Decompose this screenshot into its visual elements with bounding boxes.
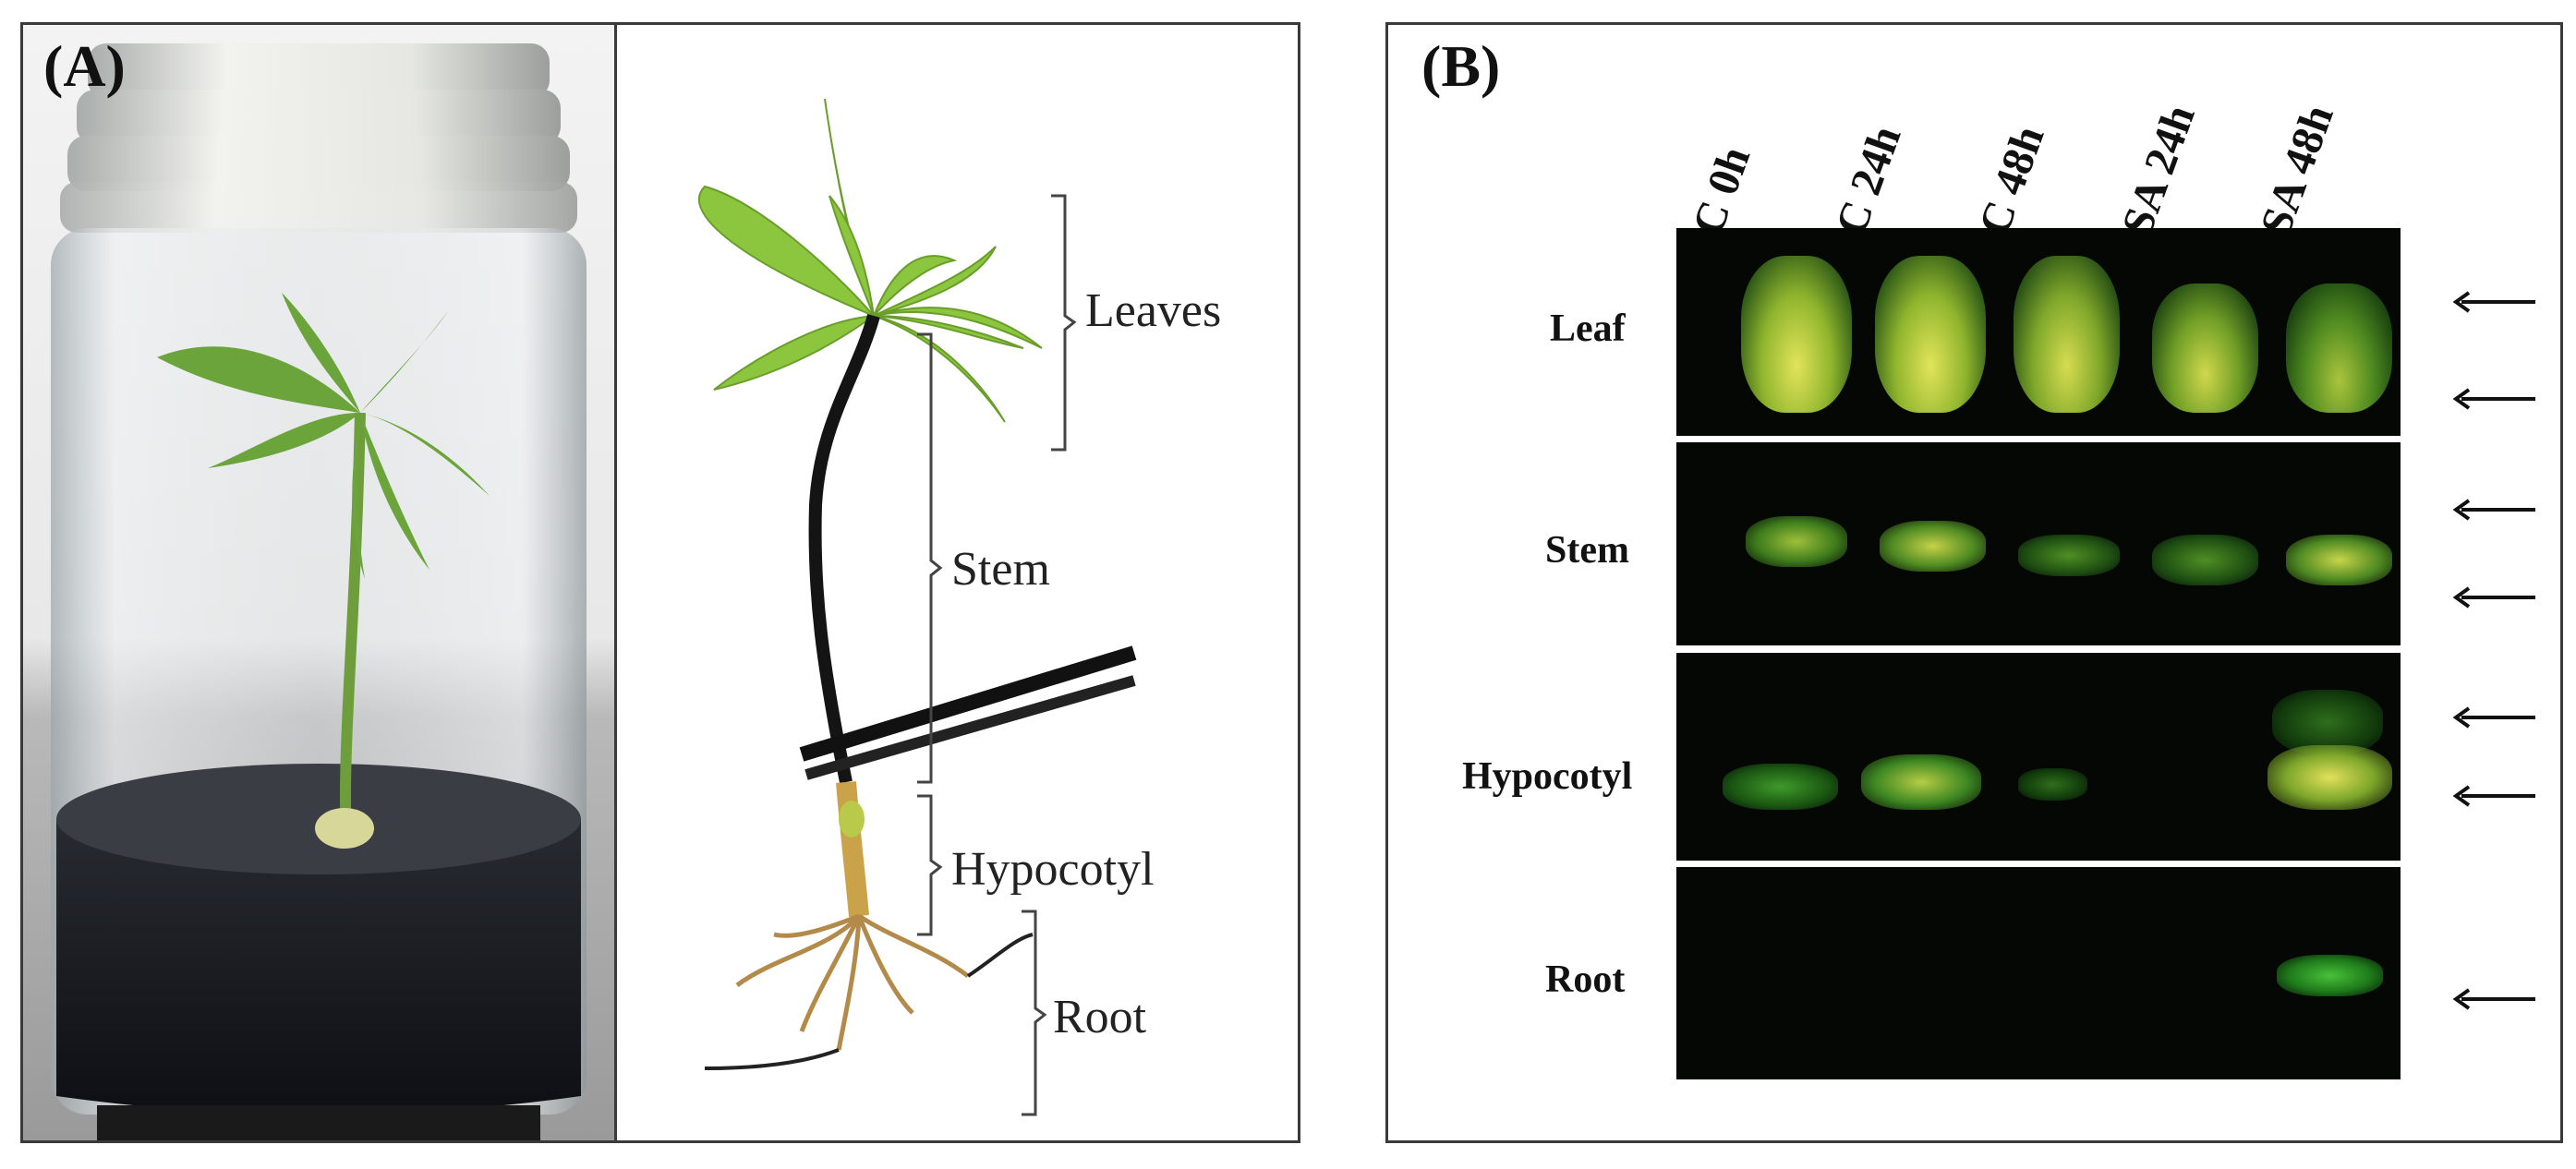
gel-leaf — [1676, 228, 2401, 436]
leaves-label: Leaves — [1085, 284, 1222, 337]
tissue-label-hypocotyl: Hypocotyl — [1462, 755, 1633, 798]
panel-b-label: (B) — [1421, 33, 1501, 99]
lane-label-4: SA 24h — [2112, 98, 2205, 242]
band — [1875, 256, 1986, 413]
hypocotyl-label: Hypocotyl — [951, 843, 1155, 896]
tissue-label-stem: Stem — [1545, 529, 1629, 572]
jar-photo — [23, 25, 617, 1140]
band — [2272, 690, 2383, 754]
lane-label-5: SA 48h — [2251, 98, 2343, 242]
band — [1723, 764, 1838, 810]
arrow-icon — [2452, 499, 2535, 521]
lane-label-2: C 24h — [1826, 119, 1911, 242]
band — [2014, 256, 2120, 413]
gel-hypocotyl — [1676, 653, 2401, 861]
band — [1741, 256, 1852, 413]
plant-diagram — [697, 98, 1137, 1116]
band — [2018, 768, 2087, 801]
arrow-icon — [2452, 586, 2535, 609]
band — [2268, 745, 2392, 810]
tissue-label-leaf: Leaf — [1550, 307, 1626, 350]
band — [2286, 283, 2392, 413]
gel-root — [1676, 867, 2401, 1079]
band — [1880, 521, 1986, 572]
lane-label-3: C 48h — [1969, 119, 2054, 242]
panel-b: (B) C 0h C 24h C 48h SA 24h SA 48h Leaf … — [1385, 22, 2563, 1143]
band — [2152, 283, 2258, 413]
band — [1861, 754, 1981, 810]
panel-a: (A) Leaves Stem Hypocotyl Root — [20, 22, 1300, 1143]
arrow-icon — [2452, 706, 2535, 729]
gel-stem — [1676, 442, 2401, 645]
band — [2018, 535, 2120, 576]
band — [2277, 955, 2383, 996]
arrow-icon — [2452, 785, 2535, 807]
lane-label-1: C 0h — [1683, 140, 1760, 242]
stem-label: Stem — [951, 543, 1050, 596]
arrow-icon — [2452, 291, 2535, 313]
tissue-label-root: Root — [1545, 958, 1626, 1001]
band — [2286, 535, 2392, 585]
root-label: Root — [1053, 991, 1147, 1043]
band — [2152, 535, 2258, 585]
panel-a-label: (A) — [43, 33, 126, 99]
arrow-icon — [2452, 388, 2535, 410]
band — [1746, 516, 1847, 567]
arrow-icon — [2452, 988, 2535, 1010]
